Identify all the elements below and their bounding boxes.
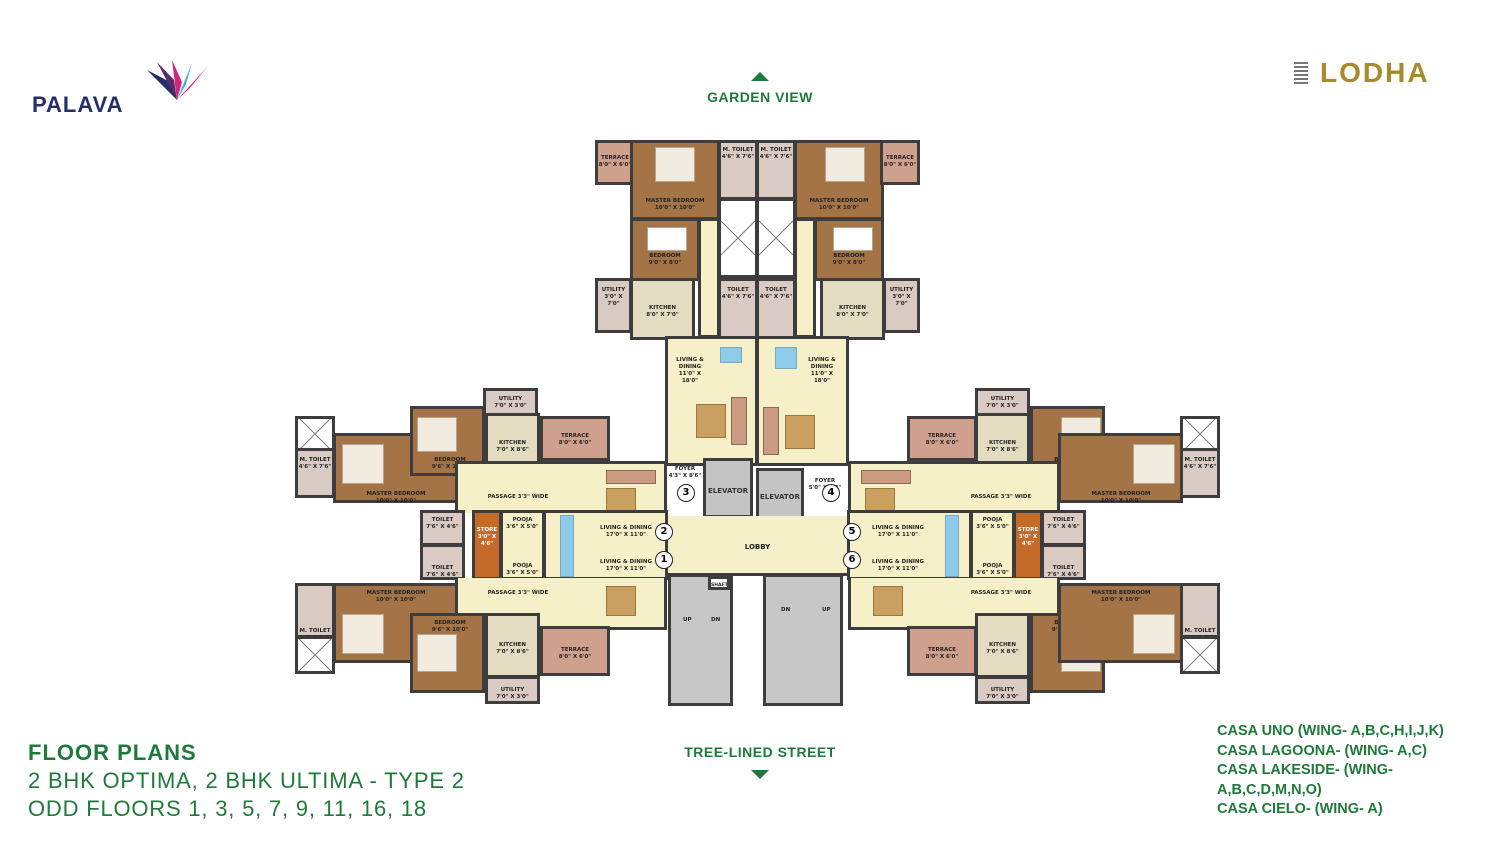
shaft-left-upper xyxy=(295,416,335,451)
wing-item: CASA LAGOONA- (WING- A,C) xyxy=(1217,742,1427,759)
passage-left-upper: PASSAGE 3'3" WIDE xyxy=(455,461,667,514)
shaft-right-lower xyxy=(1180,636,1220,674)
shaft: SHAFT xyxy=(708,576,730,590)
wing-item: CASA CIELO- (WING- A) xyxy=(1217,801,1383,817)
unit-number-6: 6 xyxy=(843,551,861,569)
bed xyxy=(825,147,865,182)
staircase-right: DN UP xyxy=(763,574,843,706)
elevator-1: ELEVATOR xyxy=(703,458,753,518)
wings-list: CASA UNO (WING- A,B,C,H,I,J,K) CASA LAGO… xyxy=(1217,722,1497,820)
floors-line: ODD FLOORS 1, 3, 5, 7, 9, 11, 16, 18 xyxy=(28,796,427,821)
lodha-logo: LODHA xyxy=(1294,57,1430,88)
shaft-top-right xyxy=(756,198,796,278)
wing-item: CASA LAKESIDE- (WING- A,B,C,D,M,N,O) xyxy=(1217,762,1393,798)
unit-type-line: 2 BHK OPTIMA, 2 BHK ULTIMA - TYPE 2 xyxy=(28,768,465,793)
street-view-label: TREE-LINED STREET xyxy=(684,744,836,760)
arrow-down-icon xyxy=(751,770,769,779)
unit-number-2: 2 xyxy=(655,523,673,541)
elevator-2: ELEVATOR xyxy=(756,468,804,520)
staircase-left: UP DN xyxy=(668,574,733,706)
wing-item: CASA UNO (WING- A,B,C,H,I,J,K) xyxy=(1217,723,1444,739)
bed xyxy=(655,147,695,182)
palava-wordmark: PALAVA xyxy=(32,92,124,117)
street-view-indicator: TREE-LINED STREET xyxy=(660,744,860,779)
arrow-up-icon xyxy=(751,72,769,81)
stacked-bars-icon xyxy=(1294,62,1308,84)
lodha-wordmark: LODHA xyxy=(1320,57,1430,88)
unit-number-4: 4 xyxy=(822,484,840,502)
garden-view-label: GARDEN VIEW xyxy=(707,89,813,105)
lobby: LOBBY xyxy=(665,516,850,576)
unit-number-5: 5 xyxy=(843,523,861,541)
passage-right-upper: PASSAGE 3'3" WIDE xyxy=(848,461,1060,514)
floor-plans-heading: FLOOR PLANS xyxy=(28,740,197,765)
unit-number-3: 3 xyxy=(677,484,695,502)
palava-logo xyxy=(30,60,220,120)
shaft-top xyxy=(718,198,758,278)
shaft-right-upper xyxy=(1180,416,1220,451)
lotus-petals-icon xyxy=(147,60,208,100)
passage-top-right xyxy=(794,218,816,338)
garden-view-indicator: GARDEN VIEW xyxy=(680,72,840,105)
shaft-left-lower xyxy=(295,636,335,674)
passage-top-left xyxy=(698,218,720,338)
unit-number-1: 1 xyxy=(655,551,673,569)
